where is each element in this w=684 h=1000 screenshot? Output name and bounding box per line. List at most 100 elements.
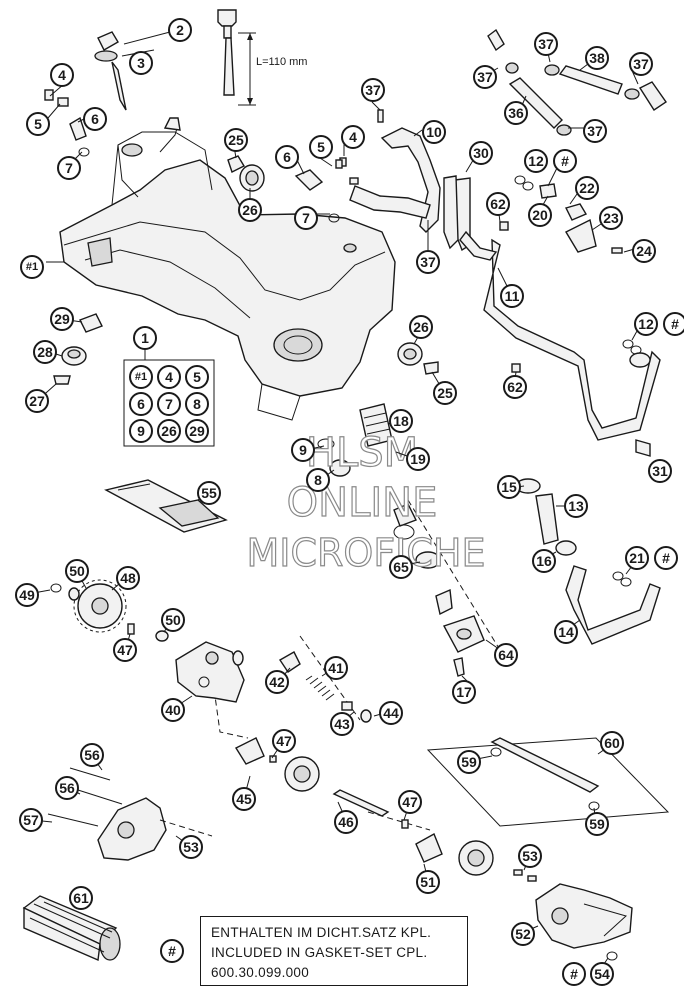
- callout-2[interactable]: 2: [168, 18, 192, 42]
- callout-hash-a[interactable]: #: [553, 149, 577, 173]
- pump-housing-52: [513, 869, 633, 961]
- svg-text:31: 31: [652, 463, 668, 479]
- callout-29[interactable]: 29: [50, 307, 74, 331]
- callout-27[interactable]: 27: [25, 389, 49, 413]
- callout-47[interactable]: 47: [113, 638, 137, 662]
- svg-text:9: 9: [299, 442, 307, 458]
- callout-56b[interactable]: 56: [55, 776, 79, 800]
- callout-45[interactable]: 45: [232, 787, 256, 811]
- callout-38[interactable]: 38: [585, 46, 609, 70]
- callout-4[interactable]: 4: [50, 63, 74, 87]
- kit-item-5[interactable]: 5: [185, 365, 209, 389]
- svg-text:5: 5: [34, 116, 42, 132]
- callout-60[interactable]: 60: [600, 731, 624, 755]
- callout-62b[interactable]: 62: [503, 375, 527, 399]
- callout-51[interactable]: 51: [416, 870, 440, 894]
- callout-hash-d[interactable]: #: [562, 962, 586, 986]
- callout-41[interactable]: 41: [324, 656, 348, 680]
- callout-7b[interactable]: 7: [294, 206, 318, 230]
- svg-text:10: 10: [426, 124, 442, 140]
- callout-8[interactable]: 8: [306, 468, 330, 492]
- callout-13[interactable]: 13: [564, 494, 588, 518]
- callout-55[interactable]: 55: [197, 481, 221, 505]
- callout-26b[interactable]: 26: [409, 315, 433, 339]
- kit-item-29[interactable]: 29: [185, 419, 209, 443]
- svg-text:8: 8: [193, 396, 201, 412]
- callout-hash-legend[interactable]: #: [160, 939, 184, 963]
- callout-3[interactable]: 3: [129, 51, 153, 75]
- callout-50[interactable]: 50: [65, 559, 89, 583]
- callout-5b[interactable]: 5: [309, 135, 333, 159]
- callout-54[interactable]: 54: [590, 962, 614, 986]
- callout-25[interactable]: 25: [224, 128, 248, 152]
- callout-hash-b[interactable]: #: [663, 312, 684, 336]
- callout-4b[interactable]: 4: [341, 125, 365, 149]
- callout-48[interactable]: 48: [116, 566, 140, 590]
- callout-23[interactable]: 23: [599, 206, 623, 230]
- callout-61[interactable]: 61: [69, 886, 93, 910]
- callout-50b[interactable]: 50: [161, 608, 185, 632]
- callout-65[interactable]: 65: [389, 555, 413, 579]
- callout-42[interactable]: 42: [265, 670, 289, 694]
- callout-64[interactable]: 64: [494, 643, 518, 667]
- callout-37c[interactable]: 37: [534, 32, 558, 56]
- callout-24[interactable]: 24: [632, 239, 656, 263]
- callout-44[interactable]: 44: [379, 701, 403, 725]
- callout-21[interactable]: 21: [625, 546, 649, 570]
- callout-53b[interactable]: 53: [518, 844, 542, 868]
- callout-12b[interactable]: 12: [634, 312, 658, 336]
- kit-item-8[interactable]: 8: [185, 392, 209, 416]
- callout-17[interactable]: 17: [452, 680, 476, 704]
- callout-47b[interactable]: 47: [272, 729, 296, 753]
- kit-item-26[interactable]: 26: [157, 419, 181, 443]
- callout-59[interactable]: 59: [457, 750, 481, 774]
- callout-28[interactable]: 28: [33, 340, 57, 364]
- callout-52[interactable]: 52: [511, 922, 535, 946]
- callout-14[interactable]: 14: [554, 620, 578, 644]
- kit-item-7[interactable]: 7: [157, 392, 181, 416]
- callout-15[interactable]: 15: [497, 475, 521, 499]
- callout-9[interactable]: 9: [291, 438, 315, 462]
- callout-57[interactable]: 57: [19, 808, 43, 832]
- callout-49[interactable]: 49: [15, 583, 39, 607]
- callout-43[interactable]: 43: [330, 712, 354, 736]
- callout-30[interactable]: 30: [469, 141, 493, 165]
- callout-7[interactable]: 7: [57, 156, 81, 180]
- kit-item-hash-1[interactable]: #1: [129, 365, 153, 389]
- svg-text:57: 57: [23, 812, 39, 828]
- callout-37f[interactable]: 37: [629, 52, 653, 76]
- callout-hash-c[interactable]: #: [654, 546, 678, 570]
- callout-47c[interactable]: 47: [398, 790, 422, 814]
- callout-11[interactable]: 11: [500, 284, 524, 308]
- callout-18[interactable]: 18: [389, 409, 413, 433]
- callout-36[interactable]: 36: [504, 101, 528, 125]
- callout-19[interactable]: 19: [406, 447, 430, 471]
- callout-56[interactable]: 56: [80, 743, 104, 767]
- callout-37[interactable]: 37: [361, 78, 385, 102]
- kit-item-9[interactable]: 9: [129, 419, 153, 443]
- callout-hash-1[interactable]: #1: [20, 255, 44, 279]
- callout-37e[interactable]: 37: [583, 119, 607, 143]
- callout-53[interactable]: 53: [179, 835, 203, 859]
- callout-6[interactable]: 6: [83, 107, 107, 131]
- kit-group-label[interactable]: 1: [133, 326, 157, 350]
- callout-5[interactable]: 5: [26, 112, 50, 136]
- callout-26[interactable]: 26: [238, 198, 262, 222]
- kit-item-4[interactable]: 4: [157, 365, 181, 389]
- callout-16[interactable]: 16: [532, 549, 556, 573]
- callout-62[interactable]: 62: [486, 192, 510, 216]
- svg-text:37: 37: [538, 36, 554, 52]
- callout-40[interactable]: 40: [161, 698, 185, 722]
- callout-6b[interactable]: 6: [275, 145, 299, 169]
- callout-10[interactable]: 10: [422, 120, 446, 144]
- callout-46[interactable]: 46: [334, 810, 358, 834]
- kit-item-6[interactable]: 6: [129, 392, 153, 416]
- callout-37d[interactable]: 37: [473, 65, 497, 89]
- callout-59b[interactable]: 59: [585, 812, 609, 836]
- callout-37b[interactable]: 37: [416, 250, 440, 274]
- callout-22[interactable]: 22: [575, 176, 599, 200]
- callout-20[interactable]: 20: [528, 203, 552, 227]
- callout-25b[interactable]: 25: [433, 381, 457, 405]
- callout-12[interactable]: 12: [524, 149, 548, 173]
- callout-31[interactable]: 31: [648, 459, 672, 483]
